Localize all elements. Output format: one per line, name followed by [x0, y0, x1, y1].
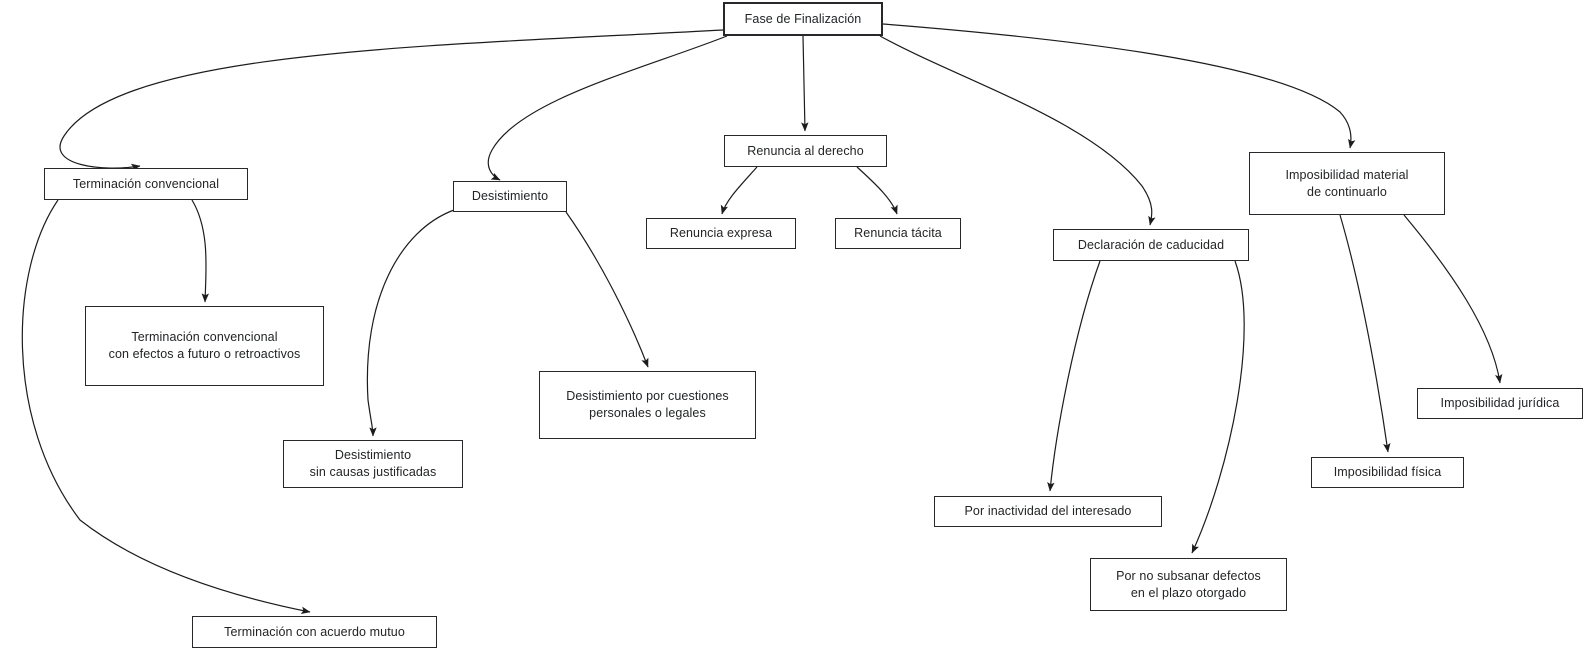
- edge-root-to-declaracion-caducidad: [879, 35, 1156, 226]
- node-label-desistimiento: Desistimiento: [471, 189, 549, 204]
- node-label-por-no-subsanar: Por no subsanar defectos en el plazo oto…: [1116, 568, 1261, 600]
- edge-renuncia-al-derecho-to-renuncia-expresa: [720, 166, 758, 215]
- node-por-inactividad[interactable]: Por inactividad del interesado: [934, 496, 1162, 527]
- node-desistimiento-sin-causas[interactable]: Desistimiento sin causas justificadas: [283, 440, 463, 488]
- node-label-renuncia-expresa: Renuncia expresa: [669, 226, 773, 241]
- node-terminacion-convencional-efectos[interactable]: Terminación convencional con efectos a f…: [85, 306, 324, 386]
- node-label-desistimiento-cuestiones: Desistimiento por cuestiones personales …: [566, 389, 729, 420]
- node-desistimiento-cuestiones[interactable]: Desistimiento por cuestiones personales …: [539, 371, 756, 439]
- edge-imposibilidad-material-to-imposibilidad-fisica: [1339, 214, 1391, 453]
- node-label-imposibilidad-fisica: Imposibilidad física: [1333, 465, 1442, 480]
- node-label-renuncia-tacita: Renuncia tácita: [854, 226, 942, 241]
- node-label-declaracion-caducidad: Declaración de caducidad: [1077, 237, 1225, 252]
- node-declaracion-caducidad[interactable]: Declaración de caducidad: [1053, 229, 1249, 261]
- node-terminacion-acuerdo-mutuo[interactable]: Terminación con acuerdo mutuo: [192, 616, 437, 648]
- edge-root-to-desistimiento: [487, 35, 728, 181]
- edge-renuncia-al-derecho-to-renuncia-tacita: [856, 166, 898, 215]
- node-por-no-subsanar[interactable]: Por no subsanar defectos en el plazo oto…: [1090, 558, 1287, 611]
- edge-terminacion-convencional-to-terminacion-convencional-efectos: [191, 199, 209, 303]
- node-label-terminacion-convencional-efectos: Terminación convencional con efectos a f…: [108, 330, 301, 361]
- node-label-terminacion-acuerdo-mutuo: Terminación con acuerdo mutuo: [224, 624, 405, 639]
- node-imposibilidad-fisica[interactable]: Imposibilidad física: [1311, 457, 1464, 488]
- node-desistimiento[interactable]: Desistimiento: [453, 181, 567, 212]
- edge-root-to-imposibilidad-material: [882, 23, 1356, 149]
- node-renuncia-expresa[interactable]: Renuncia expresa: [646, 218, 796, 249]
- node-label-imposibilidad-material: Imposibilidad material de continuarlo: [1285, 167, 1409, 199]
- edge-desistimiento-to-desistimiento-sin-causas: [366, 209, 455, 437]
- node-renuncia-al-derecho[interactable]: Renuncia al derecho: [724, 135, 887, 167]
- node-label-renuncia-al-derecho: Renuncia al derecho: [747, 143, 864, 158]
- edge-root-to-terminacion-convencional: [59, 29, 724, 172]
- node-imposibilidad-material[interactable]: Imposibilidad material de continuarlo: [1249, 152, 1445, 215]
- node-label-terminacion-convencional: Terminación convencional: [72, 176, 220, 191]
- edge-imposibilidad-material-to-imposibilidad-juridica: [1403, 214, 1503, 384]
- edge-root-to-renuncia-al-derecho: [801, 35, 809, 132]
- edge-declaracion-caducidad-to-por-no-subsanar: [1191, 260, 1245, 554]
- node-label-por-inactividad: Por inactividad del interesado: [964, 504, 1132, 519]
- edge-terminacion-convencional-to-terminacion-acuerdo-mutuo: [21, 199, 311, 614]
- node-terminacion-convencional[interactable]: Terminación convencional: [44, 168, 248, 200]
- edge-declaracion-caducidad-to-por-inactividad: [1047, 260, 1101, 492]
- node-label-root: Fase de Finalización: [744, 11, 862, 26]
- node-renuncia-tacita[interactable]: Renuncia tácita: [835, 218, 961, 249]
- node-imposibilidad-juridica[interactable]: Imposibilidad jurídica: [1417, 388, 1583, 419]
- node-label-imposibilidad-juridica: Imposibilidad jurídica: [1440, 396, 1560, 411]
- node-label-desistimiento-sin-causas: Desistimiento sin causas justificadas: [309, 448, 437, 479]
- edge-desistimiento-to-desistimiento-cuestiones: [565, 211, 649, 368]
- node-root[interactable]: Fase de Finalización: [723, 2, 883, 36]
